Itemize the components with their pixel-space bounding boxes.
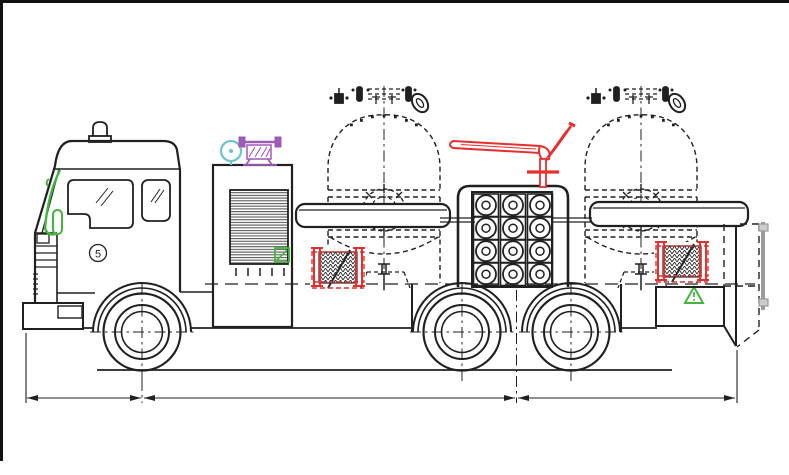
front-bumper [22, 302, 84, 330]
rear-fenders [411, 282, 622, 333]
cab-badge-number: 5 [95, 249, 101, 261]
rear-body [655, 222, 769, 348]
siren-light [219, 139, 243, 165]
winch-unit [238, 136, 282, 166]
dimension-lines [25, 333, 738, 403]
side-window-large [67, 179, 134, 229]
cab-badge: 5 [88, 243, 108, 263]
door-grab-handle [43, 169, 63, 236]
hose-reel-1 [309, 247, 367, 289]
warning-triangle [683, 284, 705, 304]
hose-reel-2 [653, 241, 711, 283]
beacon-light [88, 121, 112, 143]
side-window-small [141, 179, 171, 222]
rear-handrail [758, 222, 769, 310]
dimension-arrowheads [27, 395, 735, 401]
equipment-compartment [211, 136, 294, 329]
handrail-right [588, 200, 750, 228]
discharge-nozzle [274, 247, 290, 263]
drawing-root: 5 [0, 0, 789, 461]
tailboard-hidden [723, 223, 760, 348]
extension-lines [25, 333, 738, 403]
cylinder-rack [471, 191, 554, 288]
fire-monitor [449, 121, 576, 188]
license-plate [57, 305, 83, 319]
axle-centerlines [141, 290, 517, 403]
cylinder-rack-arch [456, 184, 570, 287]
front-grille [33, 233, 57, 295]
handrail-left [294, 202, 452, 229]
frame-border [0, 0, 789, 461]
cab: 5 [22, 121, 213, 330]
roller-shutter [229, 189, 289, 265]
